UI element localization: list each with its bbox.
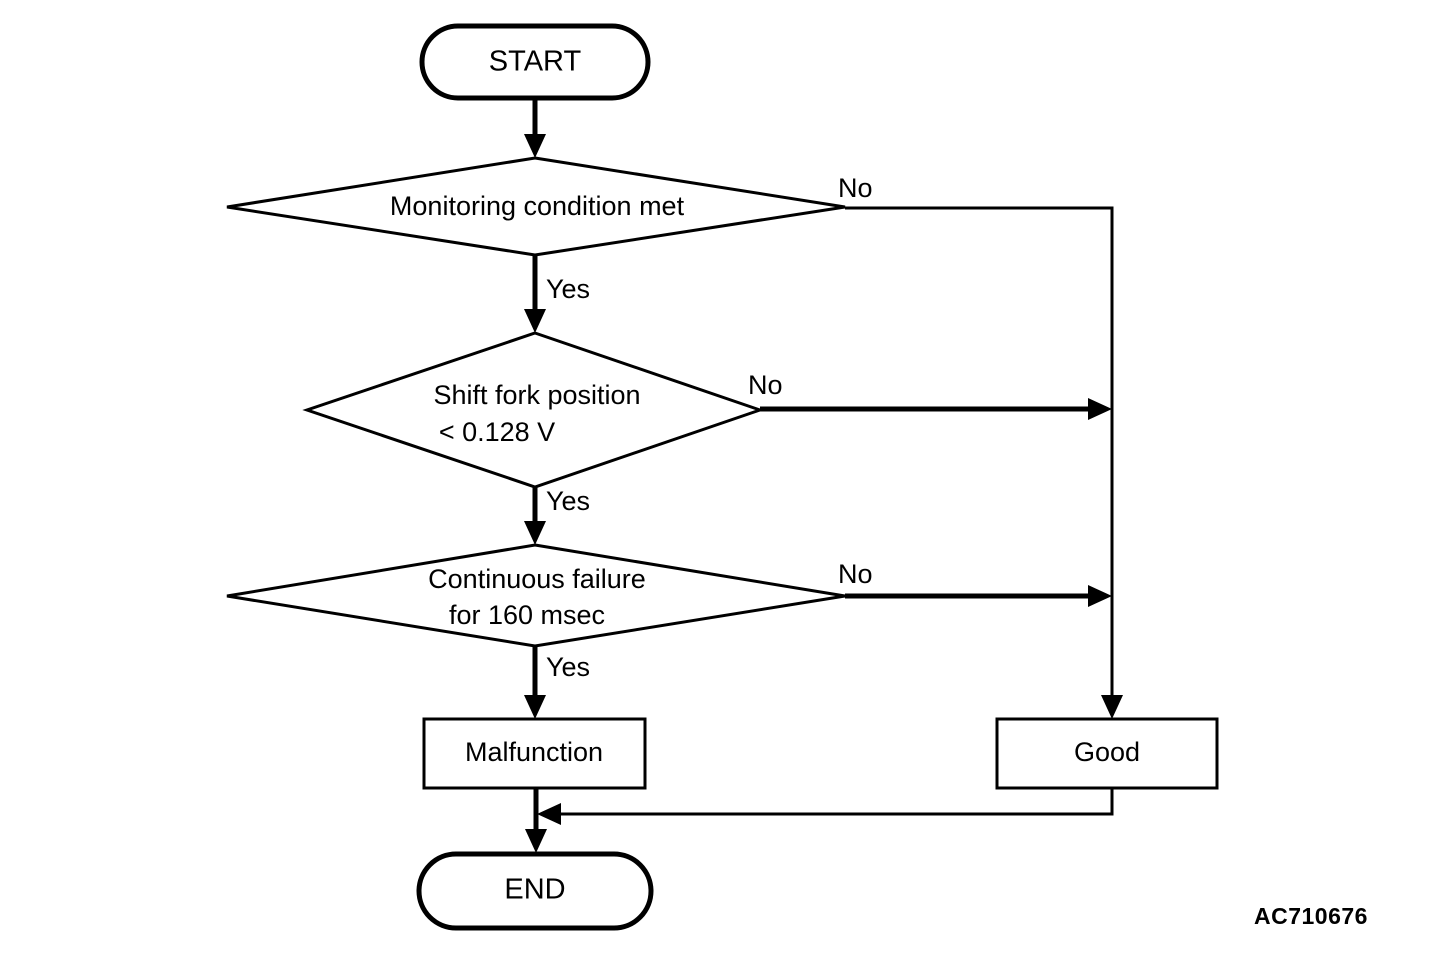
branch-label-no-2: No (748, 370, 783, 400)
good-label: Good (1074, 737, 1140, 767)
figure-code: AC710676 (1254, 903, 1368, 929)
arrow-head-down-icon (524, 521, 546, 545)
node-malfunction: Malfunction (422, 717, 647, 790)
node-decision-continuous-failure: Continuous failure for 160 msec (226, 543, 846, 648)
arrow-head-down-icon (1101, 695, 1123, 719)
branch-decision3-yes: Yes (524, 646, 590, 719)
branch-decision2-yes: Yes (524, 486, 590, 545)
branch-label-yes-2: Yes (546, 486, 590, 516)
start-label: START (489, 46, 582, 78)
node-decision-monitoring-condition: Monitoring condition met (226, 156, 846, 257)
branch-label-yes-3: Yes (546, 652, 590, 682)
connector-malfunction-to-end (525, 788, 547, 853)
node-decision-shift-fork-position: Shift fork position < 0.128 V (302, 331, 765, 489)
branch-decision2-no: No (748, 370, 1112, 420)
end-shape (416, 851, 654, 931)
arrow-head-right-icon (1088, 585, 1112, 607)
decision3-label-line2: for 160 msec (449, 600, 605, 630)
branch-decision1-yes: Yes (524, 255, 590, 333)
decision1-label: Monitoring condition met (390, 191, 685, 221)
arrow-head-down-icon (524, 309, 546, 333)
node-good: Good (995, 717, 1219, 790)
connector-path-merge (551, 788, 1114, 816)
decision2-label-line2: < 0.128 V (439, 417, 555, 447)
malfunction-label: Malfunction (465, 737, 603, 767)
arrow-head-left-icon (537, 803, 561, 825)
connector-path-no-1 (845, 206, 1114, 706)
decision3-shape (226, 543, 846, 648)
decision3-label-line1: Continuous failure (428, 564, 646, 594)
branch-label-no-3: No (838, 559, 873, 589)
node-end: END (416, 851, 654, 931)
arrow-head-right-icon (1088, 398, 1112, 420)
end-label: END (504, 874, 565, 906)
connector-start-to-decision1 (524, 98, 546, 158)
branch-decision1-no: No (838, 173, 1123, 719)
connector-good-to-merge (537, 788, 1114, 825)
good-shape (995, 717, 1219, 790)
branch-label-yes-1: Yes (546, 274, 590, 304)
branch-label-no-1: No (838, 173, 873, 203)
node-start: START (419, 23, 651, 101)
arrow-head-down-icon (525, 829, 547, 853)
branch-decision3-no: No (838, 559, 1112, 607)
arrow-head-down-icon (524, 134, 546, 158)
arrow-head-down-icon (524, 695, 546, 719)
decision2-label-line1: Shift fork position (433, 380, 640, 410)
malfunction-shape (422, 717, 647, 790)
